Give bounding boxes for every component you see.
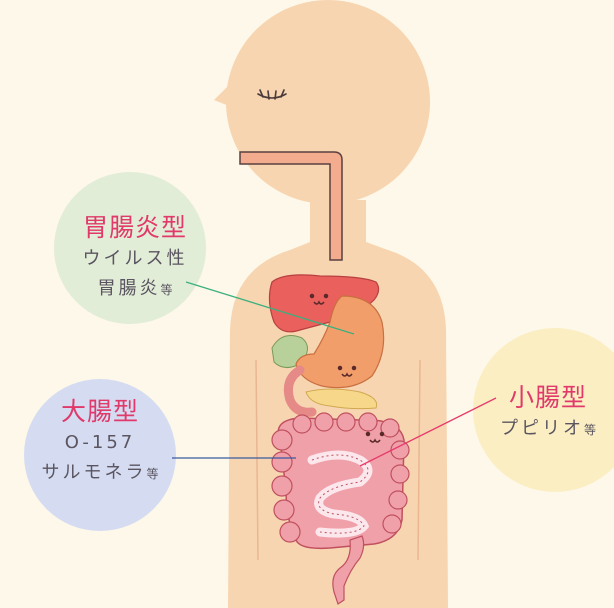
large-intestine-suffix: 等: [146, 467, 158, 481]
head: [226, 0, 430, 204]
gastroenteritis-line1: ウイルス性: [60, 244, 210, 274]
gastroenteritis-line2: 胃腸炎: [97, 278, 160, 299]
gastroenteritis-line2-wrap: 胃腸炎等: [60, 274, 210, 305]
small-intestine-line1: プピリオ: [500, 418, 584, 439]
gastroenteritis-label: 胃腸炎型 ウイルス性 胃腸炎等: [60, 208, 210, 305]
large-intestine-title: 大腸型: [12, 392, 188, 428]
small-intestine-title: 小腸型: [482, 378, 614, 414]
gastroenteritis-suffix: 等: [160, 283, 172, 297]
small-intestine-label: 小腸型 プピリオ等: [482, 378, 614, 445]
small-intestine-suffix: 等: [584, 423, 596, 437]
large-intestine-line2: サルモネラ: [41, 462, 146, 483]
large-intestine-line1: O-157: [12, 428, 188, 458]
gastroenteritis-title: 胃腸炎型: [60, 208, 210, 244]
large-intestine-label: 大腸型 O-157 サルモネラ等: [12, 392, 188, 489]
large-intestine-line2-wrap: サルモネラ等: [12, 458, 188, 489]
nose: [214, 82, 234, 108]
small-intestine-line1-wrap: プピリオ等: [482, 414, 614, 445]
